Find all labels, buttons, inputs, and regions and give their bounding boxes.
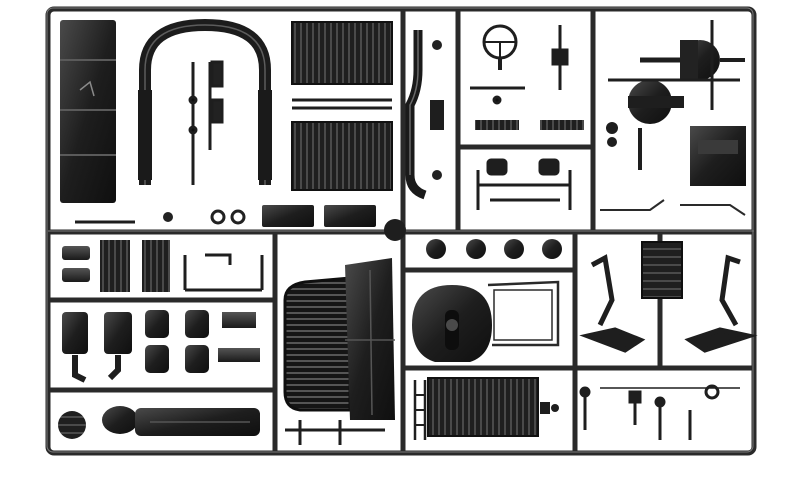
springs — [475, 120, 584, 130]
small-tanks — [62, 240, 170, 292]
exhaust-pipe — [405, 30, 444, 200]
cab-grille — [283, 276, 352, 412]
cylinder-parts — [145, 310, 260, 373]
battery-box — [690, 126, 746, 186]
front-fender-arch — [138, 18, 272, 185]
chassis-ladder — [413, 377, 539, 440]
door-rails — [292, 98, 392, 110]
seat-frame — [476, 158, 572, 210]
small-brackets-column — [188, 60, 224, 185]
mirror-arms — [600, 199, 746, 216]
pipe-brackets — [183, 253, 264, 292]
gear-levers — [470, 25, 569, 105]
radiator-block — [641, 241, 683, 299]
small-lamp — [540, 402, 559, 414]
fifth-wheel — [412, 285, 492, 362]
cab-door-upper — [291, 21, 393, 85]
cab-bits — [285, 420, 385, 445]
round-knobs — [384, 219, 562, 259]
axle-hub — [606, 78, 740, 170]
cab-door-lower — [291, 121, 393, 191]
side-steps — [75, 205, 376, 227]
mudguard-panel — [60, 20, 116, 203]
steering-wheel — [482, 24, 518, 70]
mounting-frame — [487, 280, 560, 347]
suspension-arms — [579, 254, 758, 353]
cab-body — [345, 258, 395, 420]
small-levers — [579, 384, 740, 440]
fuel-tank — [58, 406, 260, 439]
air-filter-parts — [62, 312, 132, 383]
differential-housing — [640, 20, 745, 110]
